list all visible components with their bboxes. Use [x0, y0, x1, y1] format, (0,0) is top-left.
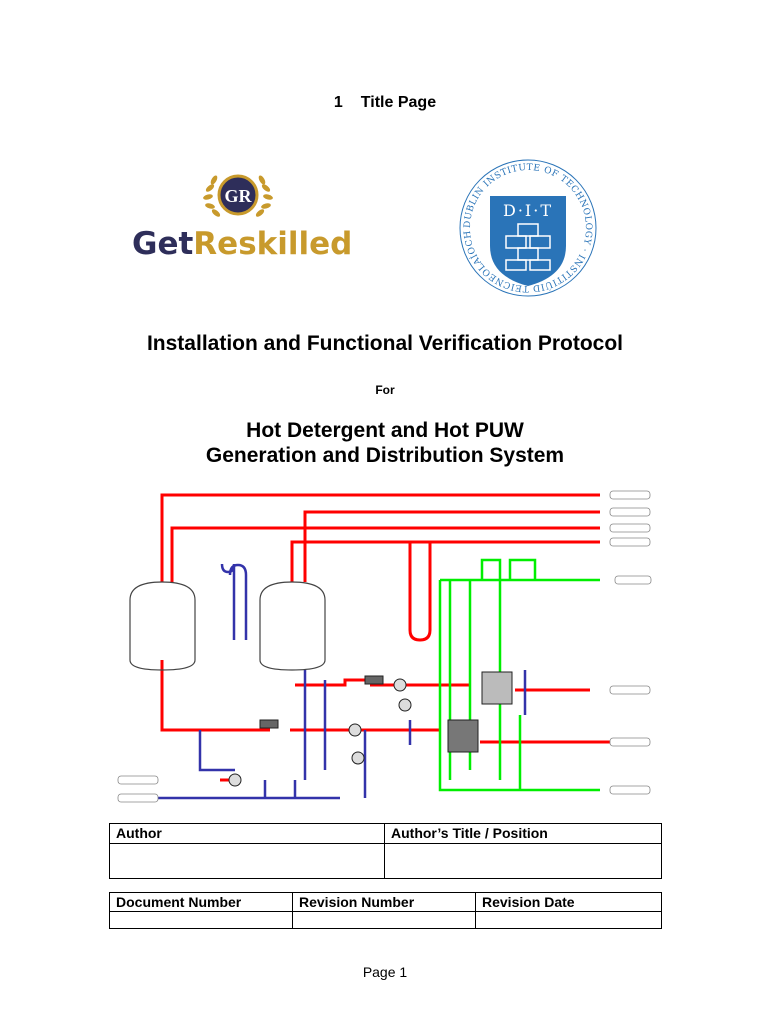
- page-number: Page 1: [362, 964, 408, 980]
- document-info-table: Document Number Revision Number Revision…: [109, 892, 662, 929]
- revision-number-cell[interactable]: [292, 911, 476, 929]
- tank-1-icon: [129, 581, 196, 671]
- laurel-wreath-icon: [203, 175, 273, 217]
- document-info-header-row: Document Number Revision Number Revision…: [109, 892, 662, 912]
- dit-initials: D·I·T: [503, 201, 553, 220]
- dit-lattice-icon: [505, 223, 551, 271]
- return-lines: [125, 563, 527, 800]
- document-info-value-row: [109, 911, 662, 929]
- line-terminal-icons: [117, 490, 652, 803]
- dit-shield-icon: [490, 196, 566, 286]
- pid-diagram: [117, 490, 652, 803]
- system-title-line-1: Hot Detergent and Hot PUW: [246, 419, 524, 442]
- author-header: Author: [109, 823, 385, 844]
- hot-supply-lines: [160, 493, 640, 782]
- section-number: 1: [333, 94, 343, 111]
- heat-exchanger-1-icon: [447, 671, 513, 753]
- document-number-cell[interactable]: [109, 911, 293, 929]
- author-table: Author Author’s Title / Position: [109, 823, 662, 879]
- getreskilled-logo: GR GetReskilled: [132, 174, 352, 262]
- for-label: For: [375, 383, 395, 397]
- author-title-value-cell[interactable]: [384, 843, 662, 879]
- revision-date-header: Revision Date: [475, 892, 662, 912]
- revision-number-header: Revision Number: [292, 892, 476, 912]
- dit-logo: DUBLIN INSTITUTE OF TECHNOLOGY · INSTITI…: [448, 158, 597, 297]
- section-title: Title Page: [360, 94, 437, 111]
- wordmark: GetReskilled: [132, 226, 352, 262]
- filter-icons: [259, 675, 384, 729]
- emblem-circle-icon: [217, 174, 259, 216]
- document-number-header: Document Number: [109, 892, 293, 912]
- author-table-value-row: [109, 843, 662, 879]
- pump-icons: [228, 678, 412, 787]
- author-title-header: Author’s Title / Position: [384, 823, 662, 844]
- wordmark-get: Get: [132, 226, 193, 262]
- wordmark-reskilled: Reskilled: [193, 226, 352, 262]
- document-title: Installation and Functional Verification…: [146, 332, 624, 355]
- cooling-lines: [438, 558, 600, 792]
- emblem-letters: GR: [225, 186, 253, 206]
- system-title: Hot Detergent and Hot PUW Generation and…: [0, 418, 770, 468]
- system-title-line-2: Generation and Distribution System: [205, 444, 565, 467]
- section-heading: 1 Title Page: [0, 94, 770, 112]
- author-table-header-row: Author Author’s Title / Position: [109, 823, 662, 844]
- tank-2-icon: [259, 581, 326, 671]
- author-value-cell[interactable]: [109, 843, 385, 879]
- revision-date-cell[interactable]: [475, 911, 662, 929]
